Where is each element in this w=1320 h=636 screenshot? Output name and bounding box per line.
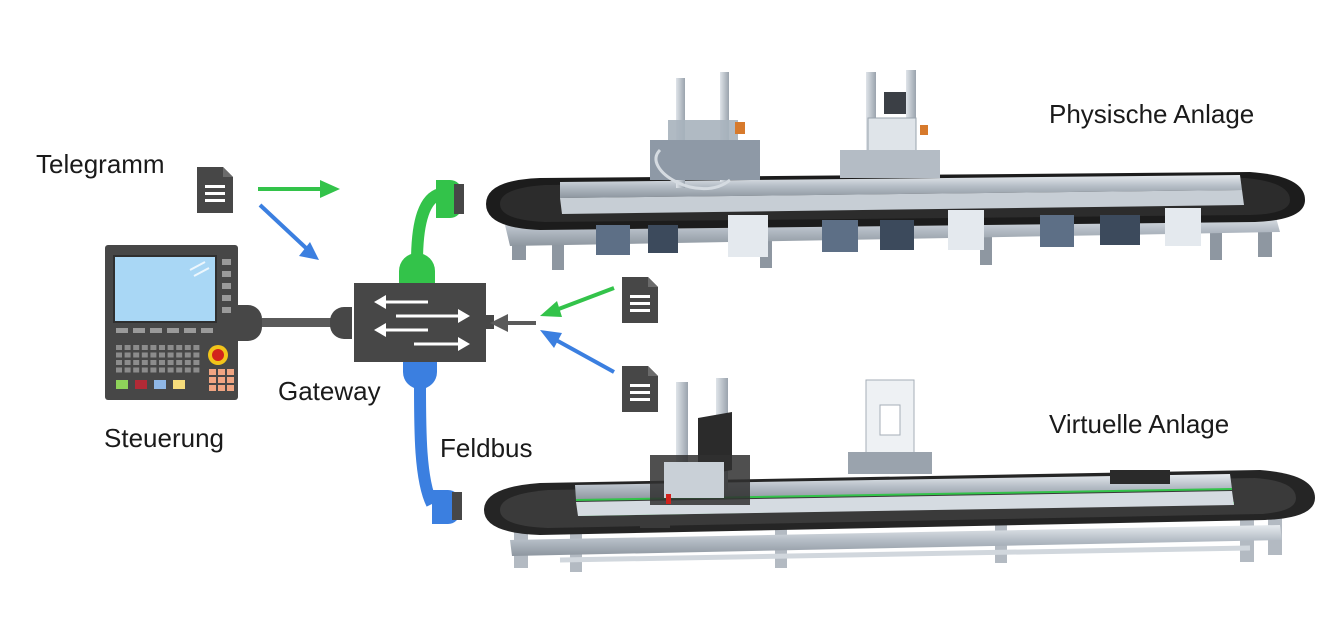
keyboard-key	[167, 352, 174, 358]
keyboard-key	[116, 360, 122, 365]
controller-cable	[238, 305, 352, 341]
keyboard-key	[184, 345, 191, 350]
keyboard-key	[167, 367, 174, 373]
keyboard-key	[116, 367, 122, 373]
keyboard-key	[184, 360, 191, 365]
keyboard-key	[124, 352, 131, 358]
keyboard-key	[167, 345, 174, 350]
gateway-label: Gateway	[278, 376, 381, 406]
physical-plant-machine	[486, 70, 1305, 270]
virtual-plant-model	[484, 378, 1315, 572]
keyboard-key	[184, 367, 191, 373]
keyboard-key	[141, 352, 148, 358]
keyboard-key	[193, 360, 200, 365]
fieldbus-label: Feldbus	[440, 433, 533, 463]
keyboard-key	[124, 345, 131, 350]
virtual-plant-label: Virtuelle Anlage	[1049, 409, 1230, 439]
keyboard-key	[141, 367, 148, 373]
emergency-stop-icon	[208, 345, 228, 365]
keyboard-key	[176, 345, 183, 350]
keyboard-key	[116, 345, 122, 350]
arrow-icon	[490, 286, 615, 374]
keyboard-key	[176, 367, 183, 373]
physical-plant-label: Physische Anlage	[1049, 99, 1255, 129]
arrow-icon	[258, 180, 340, 260]
keyboard-key	[124, 360, 131, 365]
keyboard-key	[193, 352, 200, 358]
arrow-icon	[374, 295, 470, 351]
virtual-fieldbus-cable	[403, 362, 462, 524]
keyboard-key	[150, 367, 157, 373]
physical-fieldbus-cable	[399, 180, 464, 283]
document-icon	[622, 277, 658, 323]
keyboard-key	[176, 360, 183, 365]
keyboard-key	[176, 352, 183, 358]
keyboard-key	[193, 345, 200, 350]
keyboard-key	[184, 352, 191, 358]
keyboard-key	[141, 345, 148, 350]
controller-label: Steuerung	[104, 423, 224, 453]
keyboard-key	[133, 367, 140, 373]
keyboard-key	[159, 352, 165, 358]
keyboard-key	[133, 360, 140, 365]
keyboard-key	[159, 367, 165, 373]
keyboard-key	[150, 352, 157, 358]
controller-panel	[105, 245, 238, 400]
keyboard-key	[133, 345, 140, 350]
gateway-box	[354, 283, 494, 362]
document-icon	[197, 167, 233, 213]
keyboard-key	[193, 367, 200, 373]
keyboard-key	[133, 352, 140, 358]
keyboard-key	[159, 345, 165, 350]
keyboard-key	[141, 360, 148, 365]
keyboard-key	[116, 352, 122, 358]
controller-screen	[113, 255, 217, 323]
keyboard-key	[150, 345, 157, 350]
telegram-label: Telegramm	[36, 149, 165, 179]
document-icon	[622, 366, 658, 412]
keyboard-key	[167, 360, 174, 365]
keyboard-key	[159, 360, 165, 365]
keyboard-key	[124, 367, 131, 373]
keyboard-key	[150, 360, 157, 365]
